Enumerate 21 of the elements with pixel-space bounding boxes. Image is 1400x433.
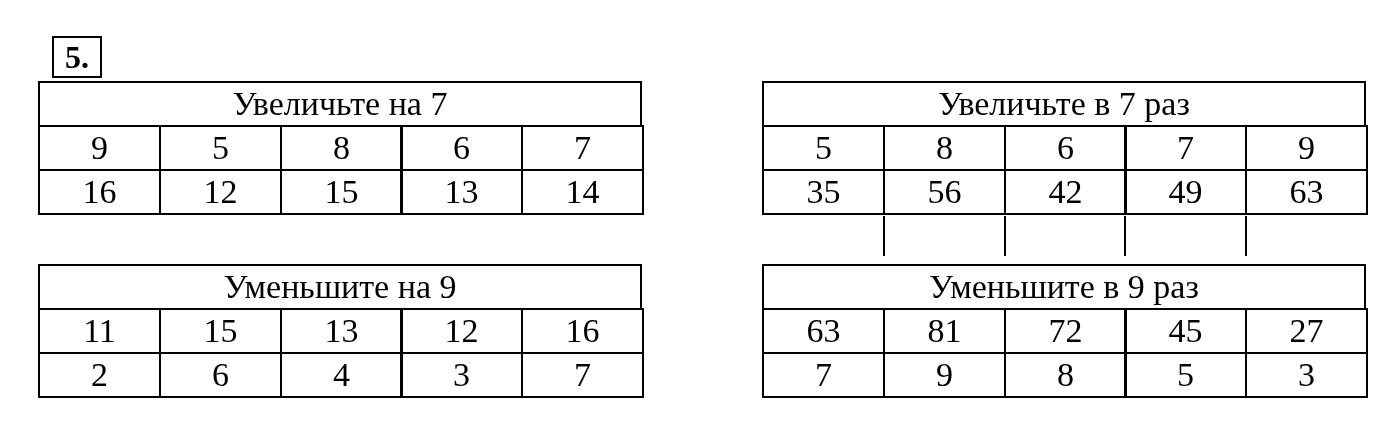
- table-cell: 3: [1245, 352, 1368, 398]
- table-cell: 7: [762, 352, 885, 398]
- table-cell: 5: [1124, 352, 1247, 398]
- table-cell: 7: [521, 352, 644, 398]
- table-cell: 3: [400, 352, 523, 398]
- table-cell: 15: [280, 169, 403, 215]
- table-cell: 63: [1245, 169, 1368, 215]
- table-heading: Увеличьте на 7: [38, 81, 642, 127]
- table-cell: 35: [762, 169, 885, 215]
- table-cell: 42: [1004, 169, 1127, 215]
- table-cell: 13: [400, 169, 523, 215]
- table-heading: Увеличьте в 7 раз: [762, 81, 1366, 127]
- table-heading: Уменьшите в 9 раз: [762, 264, 1366, 310]
- task-number: 5.: [52, 36, 102, 78]
- table-cell: 14: [521, 169, 644, 215]
- table-heading: Уменьшите на 9: [38, 264, 642, 310]
- table-cell: 4: [280, 352, 403, 398]
- table-cell: 49: [1124, 169, 1247, 215]
- table-cell: 8: [1004, 352, 1127, 398]
- table-cell: 16: [38, 169, 161, 215]
- table-cell: 2: [38, 352, 161, 398]
